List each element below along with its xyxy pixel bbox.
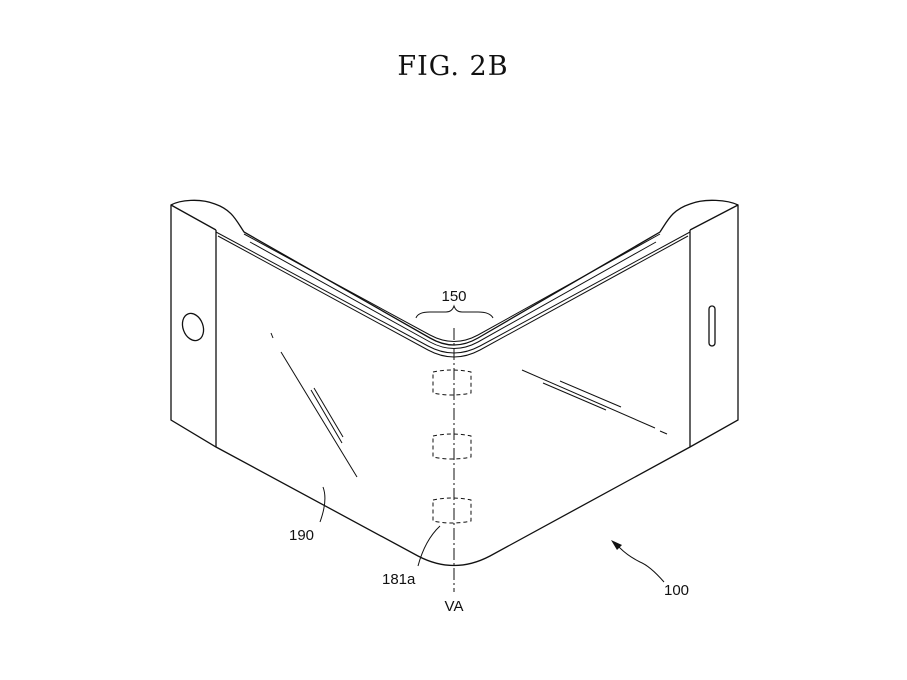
hinge-brace xyxy=(415,304,494,319)
label-va: VA xyxy=(445,598,464,615)
label-150: 150 xyxy=(441,288,466,305)
right-reflection-lines xyxy=(521,369,668,435)
arrowhead-icon xyxy=(611,540,622,550)
left-reflection-lines xyxy=(270,332,358,478)
home-button-icon xyxy=(181,312,205,342)
leader-181a xyxy=(417,525,441,567)
speaker-slot-icon xyxy=(708,305,716,347)
label-190: 190 xyxy=(289,527,314,544)
groove-line xyxy=(243,233,661,342)
figure-title: FIG. 2B xyxy=(397,51,508,82)
leader-190 xyxy=(319,486,326,523)
device-outline xyxy=(170,199,739,567)
label-181a: 181a xyxy=(382,571,416,588)
label-100: 100 xyxy=(664,582,689,599)
leader-100 xyxy=(613,542,665,583)
sensor-box-3 xyxy=(432,497,472,524)
foldable-device xyxy=(170,199,739,592)
right-top-edge xyxy=(689,204,739,231)
sensor-box-2 xyxy=(432,433,472,460)
left-top-edge xyxy=(170,204,217,231)
sensor-box-1 xyxy=(432,369,472,396)
